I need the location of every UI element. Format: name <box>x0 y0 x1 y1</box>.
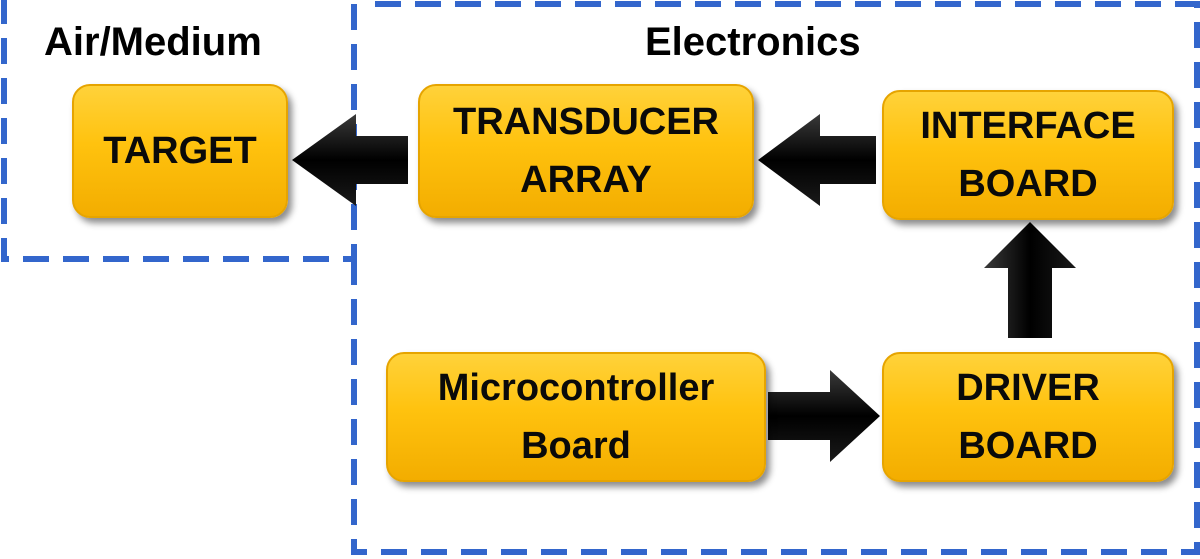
driver-board-label-line2: BOARD <box>958 425 1098 467</box>
interface-board-block: INTERFACE BOARD <box>882 90 1174 220</box>
transducer-array-block: TRANSDUCER ARRAY <box>418 84 754 218</box>
transducer-array-label-line2: ARRAY <box>520 159 652 201</box>
electronics-label: Electronics <box>645 20 861 64</box>
air-medium-label: Air/Medium <box>44 20 262 64</box>
target-block-label: TARGET <box>103 130 257 172</box>
arrow-interface-to-transducer <box>758 114 876 206</box>
arrow-microcontroller-to-driver <box>768 370 880 462</box>
driver-board-block: DRIVER BOARD <box>882 352 1174 482</box>
transducer-array-label-line1: TRANSDUCER <box>453 101 719 143</box>
arrow-transducer-to-target <box>292 114 408 206</box>
interface-board-label-line2: BOARD <box>958 163 1098 205</box>
microcontroller-board-label-line1: Microcontroller <box>437 367 715 409</box>
arrow-driver-to-interface <box>984 222 1076 338</box>
interface-board-label-line1: INTERFACE <box>920 105 1136 147</box>
target-block: TARGET <box>72 84 288 218</box>
microcontroller-board-label-line2: Board <box>521 425 631 467</box>
driver-board-label-line1: DRIVER <box>956 367 1100 409</box>
electronics-region-border <box>351 1 1200 555</box>
microcontroller-board-block: Microcontroller Board <box>386 352 766 482</box>
